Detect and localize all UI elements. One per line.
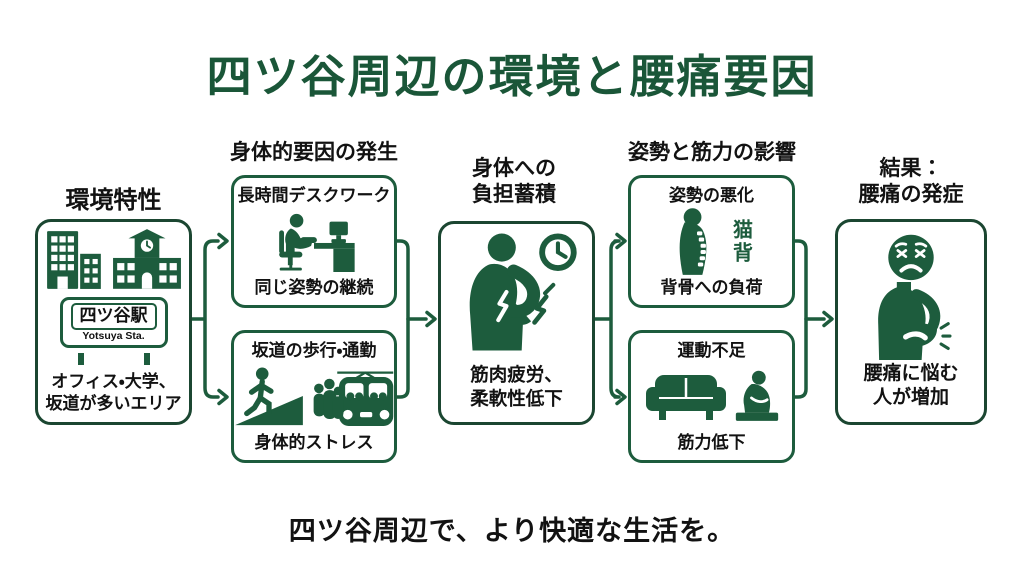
slope-walker-icon	[235, 366, 303, 425]
connector-split-env-to-factors	[190, 232, 229, 406]
exercise-caption: 筋力低下	[677, 432, 746, 452]
environment-caption-line2: 坂道が多いエリア	[45, 393, 182, 413]
exercise-icons	[644, 370, 780, 424]
desk-worker-icon	[279, 213, 355, 272]
station-sign-name: 四ツ谷駅	[70, 303, 157, 331]
result-label-line1: 結果：	[879, 157, 943, 180]
deskwork-box: 長時間デスクワーク 同じ姿勢の継続	[231, 175, 397, 308]
distressed-face-icon	[888, 234, 934, 281]
commute-title: 坂道の歩行・通勤	[251, 341, 377, 360]
burden-caption-line1: 筋肉疲労、	[470, 363, 563, 385]
column-label-physical-factors: 身体的要因の発生	[230, 141, 398, 164]
footer-message: 四ツ谷周辺で、より快適な生活を。	[288, 516, 736, 546]
burden-caption-line2: 柔軟性低下	[470, 387, 563, 409]
environment-box: 四ツ谷駅 Yotsuya Sta. オフィス・大学、 坂道が多いエリア	[35, 219, 192, 425]
posture-box: 姿勢の悪化 猫背 背骨への負荷	[628, 175, 795, 308]
result-box: 腰痛に悩む 人が増加	[835, 219, 987, 425]
commute-box: 坂道の歩行・通勤	[231, 330, 397, 463]
result-caption-line1: 腰痛に悩む	[863, 362, 959, 384]
exercise-title: 運動不足	[677, 341, 746, 360]
deskwork-caption: 同じ姿勢の継続	[254, 277, 374, 297]
holding-back-icon	[878, 281, 952, 360]
station-sign-romaji: Yotsuya Sta.	[82, 330, 145, 343]
commute-caption: 身体的ストレス	[254, 432, 374, 452]
burden-box: 筋肉疲労、 柔軟性低下	[438, 221, 595, 425]
sign-leg	[143, 352, 150, 365]
column-label-burden: 身体への 負担蓄積	[433, 156, 595, 207]
posture-caption: 背骨への負荷	[660, 277, 763, 297]
back-pain-clock-icon	[469, 233, 577, 351]
sitting-person-icon	[735, 370, 778, 421]
result-label-line2: 腰痛の発症	[858, 182, 964, 206]
posture-title: 姿勢の悪化	[669, 186, 754, 205]
deskwork-title: 長時間デスクワーク	[237, 186, 391, 205]
exercise-box: 運動不足 筋力低下	[628, 330, 795, 463]
nekoze-annotation: 猫背	[729, 218, 752, 265]
connector-merge-factors-to-burden	[395, 239, 437, 399]
column-label-result: 結果： 腰痛の発症	[835, 156, 987, 207]
couch-icon	[645, 374, 726, 420]
connector-split-burden-to-influence	[593, 232, 627, 406]
result-caption-line2: 人が増加	[872, 387, 949, 409]
environment-icons	[45, 229, 183, 291]
connector-merge-influence-to-result	[793, 239, 834, 399]
commute-icons	[233, 366, 395, 427]
result-caption: 腰痛に悩む 人が増加	[863, 362, 958, 411]
page-title: 四ツ谷周辺の環境と腰痛要因	[206, 51, 818, 102]
hunched-posture-icon	[679, 207, 706, 275]
environment-caption: オフィス・大学、 坂道が多いエリア	[46, 371, 182, 415]
school-building-icon	[112, 229, 181, 289]
environment-caption-line1: オフィス・大学、	[51, 371, 176, 391]
crowded-train-icon	[313, 370, 394, 426]
office-building-icon	[46, 231, 101, 289]
posture-icons: 猫背	[673, 207, 752, 277]
sign-leg	[77, 352, 84, 365]
station-sign: 四ツ谷駅 Yotsuya Sta.	[59, 297, 168, 348]
burden-caption: 筋肉疲労、 柔軟性低下	[470, 363, 563, 411]
column-label-environment: 環境特性	[65, 187, 162, 214]
station-sign-legs	[77, 352, 150, 365]
burden-label-line1: 身体への	[472, 157, 556, 180]
column-label-posture-muscle: 姿勢と筋力の影響	[628, 141, 796, 164]
burden-label-line2: 負担蓄積	[472, 182, 556, 206]
